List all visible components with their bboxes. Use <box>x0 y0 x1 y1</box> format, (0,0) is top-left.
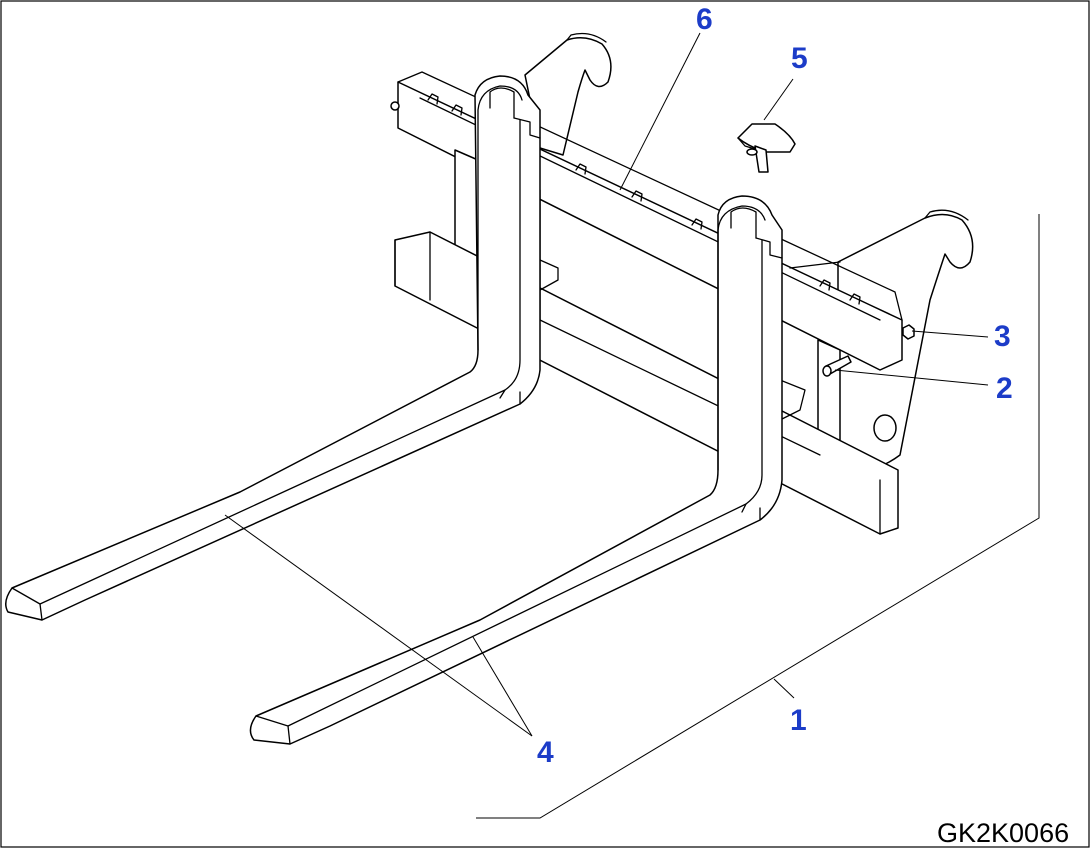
callout-6: 6 <box>696 3 713 36</box>
leader-4a <box>224 514 533 737</box>
leader-3 <box>911 330 989 338</box>
callout-2: 2 <box>996 372 1013 405</box>
leader-4b <box>472 636 533 737</box>
figure-code: GK2K0066 <box>937 818 1069 848</box>
assembly-bracket <box>476 214 1040 819</box>
callout-3: 3 <box>994 320 1011 353</box>
nut <box>902 324 915 340</box>
rail-end-bolt <box>390 101 400 111</box>
lock-pin <box>737 123 796 173</box>
leader-2 <box>834 369 989 386</box>
bolt <box>822 355 852 377</box>
fork-left <box>5 75 541 621</box>
callout-5: 5 <box>791 42 808 75</box>
leader-1 <box>773 678 795 699</box>
fork-right <box>249 195 783 745</box>
callout-1: 1 <box>790 704 807 737</box>
leader-5 <box>763 78 794 121</box>
leader-6 <box>619 32 701 191</box>
callout-4: 4 <box>537 736 554 769</box>
